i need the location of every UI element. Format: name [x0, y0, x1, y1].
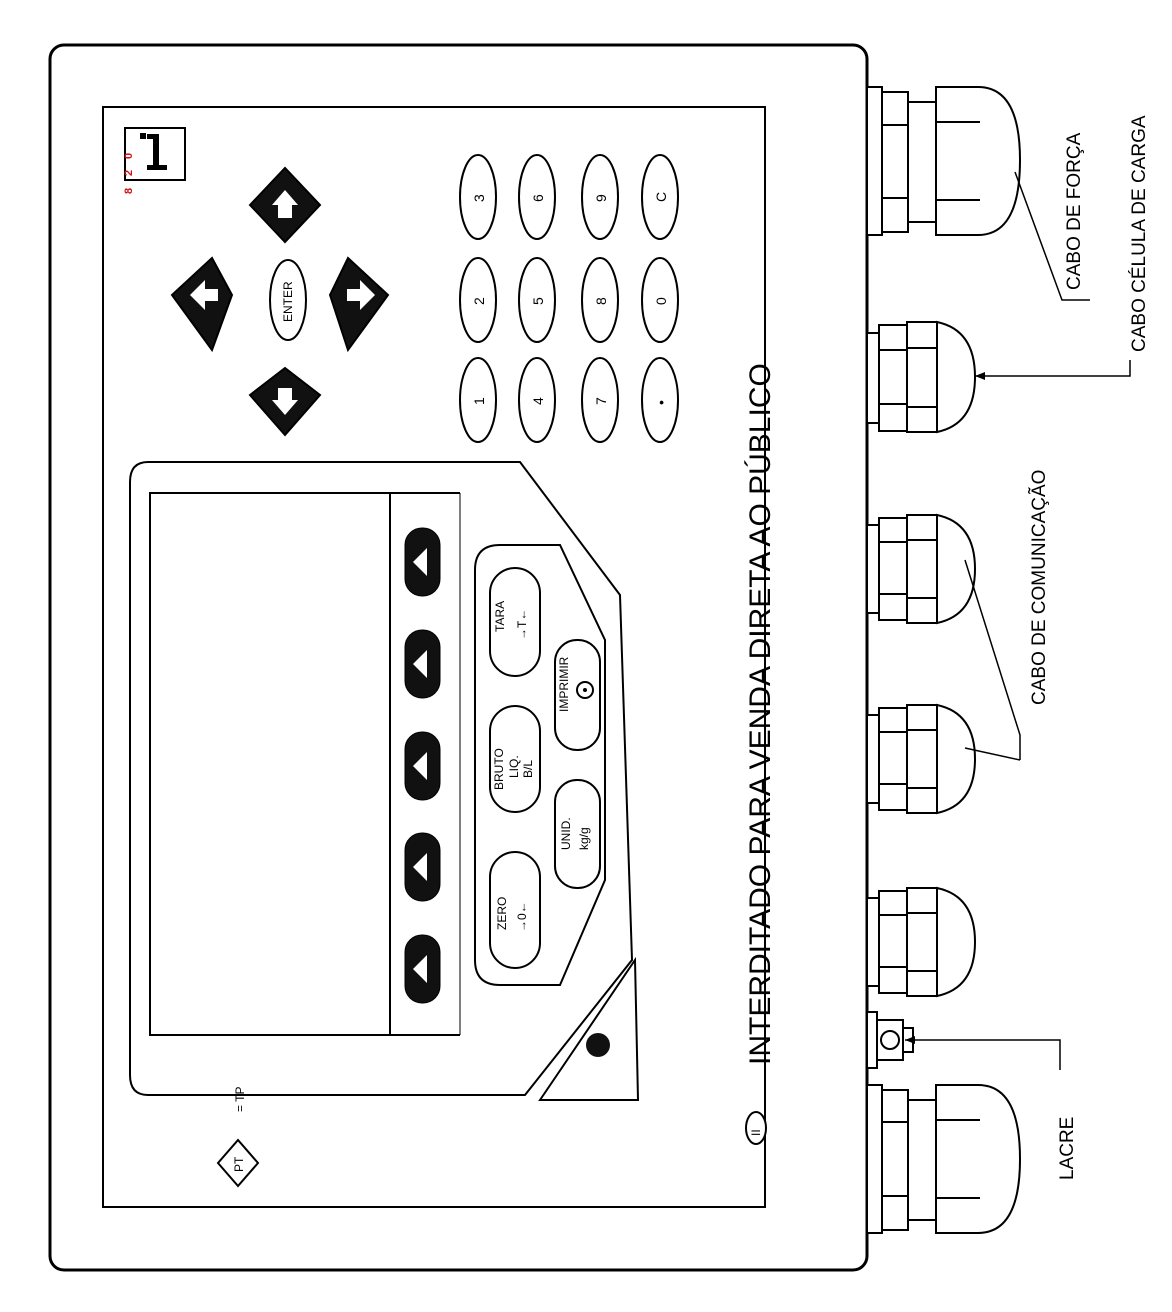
tp-label: = TP [233, 1087, 247, 1112]
key-5[interactable] [518, 257, 556, 343]
key-c-label: C [653, 192, 669, 202]
key-4-label: 4 [530, 397, 546, 405]
zero-key-symbol: →0← [515, 901, 529, 932]
tara-key-label: TARA [493, 601, 507, 632]
arrow-key-left[interactable] [170, 256, 234, 353]
key-7-label: 7 [593, 397, 609, 405]
key-2[interactable] [459, 257, 497, 343]
key-6[interactable] [518, 154, 556, 240]
key-0-label: 0 [653, 297, 669, 305]
warning-text: INTERDITADO PARA VENDA DIRETA AO PÚBLICO [744, 363, 777, 1065]
unid-key[interactable]: UNID. kg/g [554, 779, 601, 889]
soft-key-3[interactable] [404, 731, 441, 801]
label-cabo-celula: CABO CÉLULA DE CARGA [1129, 115, 1150, 352]
unit-label: kg/g [577, 827, 591, 850]
liq-label: LIQ. [507, 755, 521, 778]
soft-key-4[interactable] [404, 832, 441, 902]
key-4[interactable] [518, 357, 556, 443]
key-7[interactable] [581, 357, 619, 443]
key-c[interactable] [641, 154, 679, 240]
label-lacre: LACRE [1057, 1117, 1078, 1180]
enter-key-label: ENTER [281, 281, 295, 322]
key-1-label: 1 [471, 397, 487, 405]
key-9-label: 9 [593, 194, 609, 202]
model-digit-8: 8 [123, 188, 135, 194]
key-2-label: 2 [471, 297, 487, 305]
model-digit-2: 2 [123, 170, 135, 176]
key-1[interactable] [459, 357, 497, 443]
seal-panel [538, 956, 640, 1101]
bruto-label: BRUTO [492, 748, 506, 790]
arrow-key-down[interactable] [248, 366, 322, 437]
key-5-label: 5 [530, 297, 546, 305]
cable-gland-celula [866, 320, 977, 434]
pt-label: PT [232, 1156, 246, 1172]
key-8[interactable] [581, 257, 619, 343]
key-3-label: 3 [471, 194, 487, 202]
bl-label: B/L [521, 760, 535, 778]
imprimir-key[interactable]: IMPRIMIR [554, 639, 601, 751]
cable-gland-7 [866, 1084, 1022, 1234]
cable-gland-forca [866, 86, 1022, 236]
lcd-screen [149, 492, 391, 1036]
arrow-key-right[interactable] [328, 256, 390, 353]
soft-key-5[interactable] [404, 934, 441, 1004]
key-0[interactable] [641, 257, 679, 343]
key-8-label: 8 [593, 297, 609, 305]
class-mark-label: II [749, 1129, 763, 1136]
class-mark: II [745, 1111, 767, 1145]
label-cabo-forca: CABO DE FORÇA [1064, 132, 1085, 290]
soft-key-1[interactable] [404, 527, 441, 597]
unid-label: UNID. [559, 817, 573, 850]
leader-lines [905, 171, 1131, 1070]
key-9[interactable] [581, 154, 619, 240]
bruto-liq-key[interactable]: BRUTO LIQ. B/L [489, 705, 541, 813]
label-cabo-comunicacao: CABO DE COMUNICAÇÃO [1028, 470, 1050, 705]
key-dot-label: • [653, 400, 669, 405]
zero-key[interactable]: ZERO →0← [489, 851, 541, 969]
soft-key-2[interactable] [404, 629, 441, 699]
arrow-key-up[interactable] [248, 166, 322, 244]
zero-key-label: ZERO [495, 897, 509, 930]
model-logo: 8 2 0 [123, 127, 186, 194]
model-digit-0: 0 [123, 153, 135, 159]
tara-key[interactable]: TARA →T← [489, 567, 541, 677]
seal-screw [586, 1033, 610, 1057]
tara-key-symbol: →T← [515, 609, 529, 640]
key-dot[interactable] [641, 357, 679, 443]
numeric-keypad: 1 2 3 4 5 6 7 8 9 • 0 C [459, 154, 679, 443]
imprimir-key-label: IMPRIMIR [557, 656, 571, 712]
key-6-label: 6 [530, 194, 546, 202]
enter-key[interactable]: ENTER [269, 259, 307, 341]
pt-mark: PT = TP [216, 1087, 260, 1188]
cable-gland-comunicacao-1 [866, 513, 977, 625]
cable-gland-comunicacao-2 [866, 703, 977, 815]
key-3[interactable] [459, 154, 497, 240]
cable-gland-5 [866, 886, 977, 998]
